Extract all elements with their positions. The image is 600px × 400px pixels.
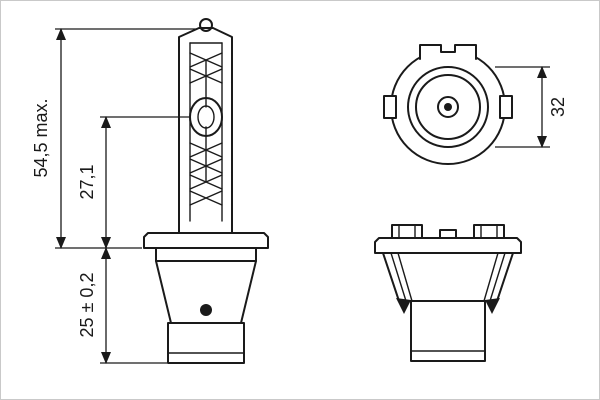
glass-tube-outline	[178, 27, 233, 234]
center-contact-dot	[444, 103, 452, 111]
top-tab-right	[473, 224, 505, 239]
dimension-arc-center: 27,1	[77, 116, 189, 249]
flange-front	[374, 237, 522, 254]
locating-dot	[200, 304, 212, 316]
base-cylinder	[167, 322, 245, 364]
tab-detail-lines	[398, 224, 498, 239]
arc-center-label: 27,1	[77, 164, 97, 199]
top-tab-center	[439, 229, 457, 239]
dimension-cap-diameter: 32	[495, 66, 568, 148]
base-neck	[155, 247, 257, 262]
cap-ring-32mm	[407, 66, 489, 148]
cap-top-view	[383, 43, 513, 165]
dimension-base-length: 25 ± 0,2	[77, 247, 167, 364]
side-lug-right	[499, 95, 513, 119]
retainer-claw-right	[485, 298, 500, 314]
side-lug-left	[383, 95, 397, 119]
exhaust-tip	[199, 18, 213, 32]
cap-inner-ring	[415, 74, 481, 140]
retainer-claw-left	[396, 298, 411, 314]
base-front-view	[374, 224, 522, 362]
overall-length-label: 54,5 max.	[31, 98, 51, 177]
cap-diameter-label: 32	[548, 97, 568, 117]
top-tab-left	[391, 224, 423, 239]
skirt-front	[382, 252, 514, 302]
keyway-tab	[419, 44, 477, 60]
cylinder-front	[410, 300, 486, 362]
bulb-side-view	[143, 18, 269, 364]
center-hub	[437, 96, 459, 118]
dimension-overall-length: 54,5 max.	[31, 28, 197, 249]
skirt-groove-lines	[390, 252, 506, 302]
base-flange	[143, 232, 269, 249]
arc-chamber-inner	[197, 105, 215, 129]
base-length-label: 25 ± 0,2	[77, 273, 97, 338]
